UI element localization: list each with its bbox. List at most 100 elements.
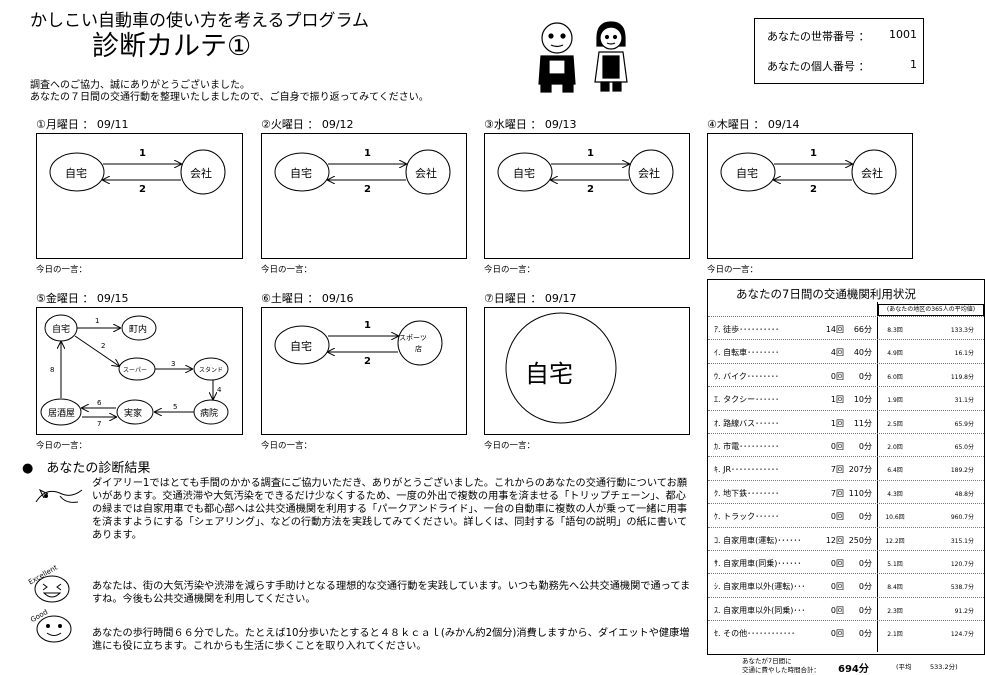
usage-count: 0回 [830, 605, 844, 615]
usage-avg-count: 2.0回 [887, 444, 903, 451]
usage-minutes: 0分 [858, 512, 872, 522]
usage-row: ｴ. タクシー･･････ 1回 10分 1.9回 31.1分 [708, 386, 984, 410]
day-label-thu: ④木曜日 ： 09/14 [707, 118, 800, 131]
usage-label: ｱ. 徒歩･･････････ [714, 325, 780, 334]
usage-avg-count: 1.9回 [887, 397, 903, 405]
usage-label: ｺ. 自家用車(運転)･･････ [714, 535, 802, 545]
trip-diagram-sat: 自宅 スポーツ 店 1 2 [261, 307, 467, 435]
usage-count: 0回 [830, 512, 844, 522]
id-box: あなたの世帯番号 ：1001 あなたの個人番号 ：1 [754, 18, 924, 84]
usage-avg-count: 5.1回 [887, 561, 903, 568]
program-title: かしこい自動車の使い方を考えるプログラム [30, 11, 369, 31]
total-label-1: あなたが7日間に [742, 657, 792, 665]
day-label-mon: ①月曜日 ： 09/11 [36, 118, 129, 131]
usage-minutes: 0分 [858, 559, 872, 568]
usage-avg-min: 538.7分 [950, 584, 974, 592]
usage-label: ｸ. 地下鉄････････ [714, 488, 780, 498]
usage-count: 1回 [830, 395, 844, 405]
usage-count: 7回 [830, 488, 844, 498]
usage-avg-count: 6.0回 [887, 373, 903, 381]
usage-avg-min: 48.8分 [954, 490, 974, 498]
diagnosis-paragraph-3: あなたの歩行時間６６分でした。たとえば10分歩いたとすると４８ｋｃａｌ(みかん約… [92, 628, 690, 652]
usage-minutes: 0分 [858, 582, 872, 592]
usage-row: ｻ. 自家用車(同乗)･･････ 0回 0分 5.1回 120.7分 [708, 550, 984, 574]
usage-row: ｵ. 路線バス･･････ 1回 11分 2.5回 65.9分 [708, 409, 984, 434]
trip-diagram-mon: 自宅 会社 1 2 [36, 133, 243, 259]
day-label-sat: ⑥土曜日 ： 09/16 [261, 292, 354, 305]
comment-wed: 今日の一言： [484, 265, 536, 275]
transport-usage-table: あなたの7日間の交通機関利用状況 (あなたの地区の365人の平均値) ｱ. 徒歩… [707, 279, 985, 655]
usage-minutes: 110分 [848, 488, 872, 498]
day-label-tue: ②火曜日 ： 09/12 [261, 118, 354, 131]
usage-avg-min: 65.9分 [954, 420, 974, 428]
usage-avg-count: 8.3回 [887, 327, 903, 334]
usage-label: ｷ. JR････････････ [714, 465, 780, 475]
usage-label: ｹ. トラック･･････ [714, 512, 780, 522]
usage-label: ｽ. 自家用車以外(同乗)･･･ [714, 605, 806, 615]
usage-title: あなたの7日間の交通機関利用状況 [736, 287, 916, 301]
usage-label: ｳ. バイク････････ [714, 371, 779, 381]
usage-avg-min: 120.7分 [950, 561, 974, 568]
usage-avg-count: 12.2回 [885, 537, 905, 545]
usage-avg-min: 16.1分 [954, 350, 974, 358]
usage-avg-count: 8.4回 [887, 584, 903, 592]
usage-avg-count: 2.1回 [887, 631, 903, 639]
usage-avg-min: 133.3分 [950, 327, 974, 334]
usage-count: 0回 [830, 442, 844, 451]
usage-minutes: 11分 [853, 418, 872, 428]
usage-minutes: 207分 [848, 465, 872, 475]
usage-count: 0回 [830, 629, 844, 639]
day-label-sun: ⑦日曜日 ： 09/17 [484, 292, 577, 305]
usage-avg-min: 315.1分 [950, 537, 974, 545]
usage-avg-min: 91.2分 [954, 607, 974, 615]
usage-label: ｵ. 路線バス･･････ [714, 418, 780, 428]
comment-fri: 今日の一言： [36, 441, 88, 451]
usage-avg-count: 10.6回 [885, 514, 905, 522]
usage-count: 0回 [830, 582, 844, 592]
bird-icon [35, 488, 83, 503]
usage-avg-min: 31.1分 [954, 397, 974, 405]
usage-row: ｽ. 自家用車以外(同乗)･･･ 0回 0分 2.3回 91.2分 [708, 596, 984, 621]
usage-label: ｻ. 自家用車(同乗)･･････ [714, 559, 802, 568]
personal-number: あなたの個人番号 ：1 [767, 58, 917, 73]
usage-minutes: 0分 [858, 371, 872, 381]
comment-mon: 今日の一言： [36, 265, 88, 275]
usage-label: ｼ. 自家用車以外(運転)･･･ [714, 582, 806, 592]
usage-label: ｲ. 自転車････････ [714, 348, 780, 358]
usage-count: 0回 [830, 559, 844, 568]
total-value: 694分 [838, 664, 869, 675]
usage-minutes: 250分 [848, 535, 872, 545]
usage-count: 14回 [825, 325, 844, 334]
usage-count: 0回 [830, 371, 844, 381]
usage-minutes: 10分 [853, 395, 872, 405]
trip-diagram-wed: 自宅 会社 1 2 [484, 133, 690, 259]
usage-avg-count: 2.3回 [887, 607, 903, 615]
usage-count: 1回 [830, 418, 844, 428]
day-label-fri: ⑤金曜日 ： 09/15 [36, 292, 129, 305]
diagnosis-heading: ● あなたの診断結果 [22, 461, 151, 476]
usage-minutes: 0分 [858, 605, 872, 615]
usage-minutes: 40分 [853, 348, 872, 358]
excellent-face-icon [34, 575, 70, 603]
comment-thu: 今日の一言： [707, 265, 759, 275]
day-label-wed: ③水曜日 ： 09/13 [484, 118, 577, 131]
usage-avg-count: 2.5回 [887, 420, 903, 428]
usage-avg-count: 4.9回 [887, 350, 903, 358]
thanks-text: 調査へのご協力、誠にありがとうございました。 あなたの７日間の交通行動を整理いた… [30, 80, 429, 103]
usage-avg-min: 124.7分 [950, 631, 974, 639]
usage-avg-count: 6.4回 [887, 467, 903, 475]
usage-avg-min: 189.2分 [950, 467, 974, 475]
usage-avg-header: (あなたの地区の365人の平均値) [878, 304, 984, 316]
household-number: あなたの世帯番号 ：1001 [767, 28, 917, 43]
trip-diagram-fri: 自宅 町内 スーパー スタンド 居酒屋 実家 病院 1 2 3 4 5 6 7 … [36, 307, 243, 435]
usage-label: ｴ. タクシー･･････ [714, 395, 780, 405]
avg-total-label: (平均 [896, 663, 912, 671]
usage-count: 7回 [830, 465, 844, 475]
avg-total-value: 533.2分) [930, 663, 958, 671]
trip-diagram-tue: 自宅 会社 1 2 [261, 133, 467, 259]
